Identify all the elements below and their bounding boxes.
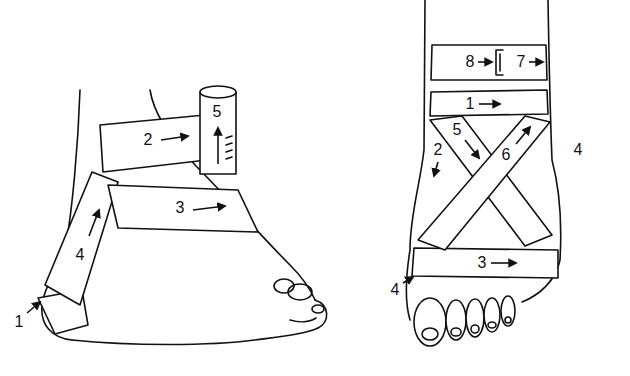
toe	[274, 279, 294, 293]
callout-number: 7	[516, 54, 527, 70]
toe	[446, 300, 466, 340]
bandage-turn	[108, 185, 258, 232]
direction-arrow	[516, 127, 530, 144]
direction-arrow	[193, 206, 225, 210]
direction-arrow	[479, 103, 500, 105]
direction-arrow	[478, 61, 492, 63]
direction-arrow	[161, 136, 188, 140]
toe-nail	[505, 317, 511, 323]
direction-arrow	[491, 262, 516, 264]
direction-arrow	[403, 277, 413, 283]
toe-crease	[290, 318, 316, 322]
callout-number: 4	[390, 282, 401, 298]
toe-nail	[422, 328, 438, 340]
direction-arrow	[434, 162, 438, 176]
toe	[288, 284, 312, 300]
toe-tip	[315, 300, 327, 328]
callout-number: 5	[212, 104, 223, 120]
toe	[501, 296, 515, 326]
direction-arrow	[89, 210, 99, 236]
bandage-turn	[100, 115, 207, 172]
callout-number: 2	[143, 132, 154, 148]
callout-number: 4	[573, 142, 584, 158]
callout-number: 6	[501, 147, 512, 163]
callout-number: 4	[75, 247, 86, 263]
direction-arrow	[217, 128, 219, 164]
bandage-turn	[430, 90, 548, 116]
bandage-roll	[200, 92, 236, 174]
callout-number: 1	[14, 314, 25, 330]
toe	[484, 298, 500, 332]
toe	[414, 298, 446, 346]
bandage-turn	[418, 116, 550, 250]
callout-number: 1	[465, 96, 476, 112]
bandage-roll-end	[200, 86, 236, 98]
toe-nail	[488, 322, 496, 328]
side-foot	[27, 86, 327, 345]
bandage-clip	[496, 50, 503, 75]
callout-number: 5	[452, 122, 463, 138]
direction-arrow	[27, 302, 40, 313]
roll-hatch	[226, 136, 232, 159]
toe-nail	[471, 325, 479, 333]
toe-nail	[312, 305, 324, 313]
callout-number: 3	[175, 200, 186, 216]
callout-number: 3	[477, 255, 488, 271]
direction-arrow	[465, 140, 479, 158]
toe	[466, 299, 484, 337]
bandage-turn	[431, 45, 547, 80]
bandage-turn	[45, 172, 118, 305]
sole-outline	[72, 328, 318, 345]
direction-arrow	[529, 61, 543, 63]
toe-nail	[451, 328, 461, 336]
front-foot	[403, 0, 561, 346]
callout-number: 2	[433, 142, 444, 158]
callout-number: 8	[465, 54, 476, 70]
bandage-turn	[412, 248, 558, 278]
